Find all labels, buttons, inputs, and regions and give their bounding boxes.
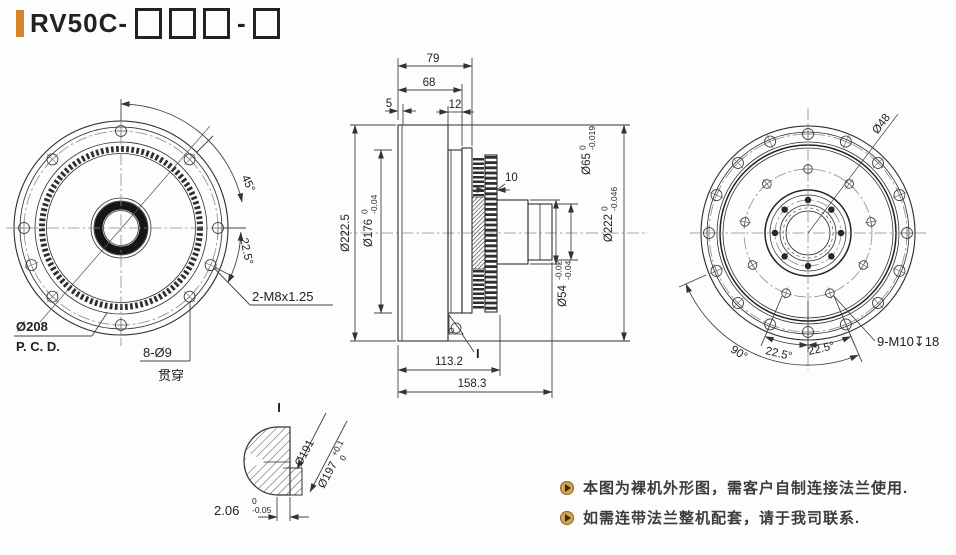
dim-angle-22-5: 22.5° <box>237 237 254 266</box>
right-view: Ø48 9-M10↧18 90° 22.5° 22.5° <box>678 108 939 370</box>
middle-section-view: 79 68 5 12 Ø222.5 Ø17 <box>340 53 648 398</box>
dim-2-06-tol-upper: 0 <box>252 496 257 506</box>
dim-angle-45: 45° <box>239 173 257 194</box>
code-placeholder-box-2 <box>169 8 197 39</box>
dim-197-tol-lower: 0 <box>337 453 348 462</box>
dim-8-holes: 8-Ø9 <box>143 345 172 360</box>
dim-197: Ø197 <box>316 460 340 490</box>
dim-m8-holes: 2-M8x1.25 <box>252 289 313 304</box>
note-row-1: 本图为裸机外形图，需客户自制连接法兰使用. <box>560 477 908 498</box>
left-view: 45° 22.5° 2-M8x1.25 Ø208 P. C. D. 8-Ø9 贯… <box>6 99 333 383</box>
dim-191: Ø191 <box>293 438 317 468</box>
dim-pcd-label: P. C. D. <box>16 339 60 354</box>
dim-2-06-tol-lower: -0.05 <box>252 505 272 515</box>
code-placeholder-box-1 <box>135 8 163 39</box>
dim-m10-holes: 9-M10↧18 <box>877 334 939 349</box>
dim-197-tol-upper: +0.1 <box>329 438 346 458</box>
title-accent-bar <box>16 10 24 37</box>
dim-8-holes-note: 贯穿 <box>158 368 184 383</box>
dim-176: Ø176 <box>363 219 375 247</box>
dim-158-3: 158.3 <box>458 378 487 390</box>
dim-angle-22-5-right: 22.5° <box>807 340 836 358</box>
note-bullet-icon <box>560 510 574 525</box>
dim-2-06: 2.06 <box>214 503 239 518</box>
dim-48: Ø48 <box>870 112 893 137</box>
dim-68: 68 <box>423 77 436 89</box>
dim-5: 5 <box>386 98 392 110</box>
dim-222-tol-lower: -0.046 <box>609 187 619 211</box>
detail-view-label: I <box>277 400 281 415</box>
code-dash: - <box>237 8 246 38</box>
dim-113-2: 113.2 <box>435 356 463 368</box>
model-code: RV50C- <box>30 8 129 38</box>
dim-65: Ø65 <box>581 153 593 175</box>
code-placeholder-box-4 <box>252 8 280 39</box>
dim-79: 79 <box>427 53 440 65</box>
dim-12: 12 <box>449 99 462 111</box>
detail-notch <box>246 452 266 470</box>
dim-65-tol-upper: 0 <box>578 145 588 150</box>
dim-222-tol-upper: 0 <box>600 206 610 211</box>
dim-pcd-diameter: Ø208 <box>16 319 48 334</box>
notes-block: 本图为裸机外形图，需客户自制连接法兰使用. 如需连带法兰整机配套，请于我司联系. <box>560 477 908 537</box>
dim-54-tol-upper: -0.02 <box>554 260 564 280</box>
code-placeholder-box-3 <box>203 8 231 39</box>
dim-54: Ø54 <box>557 285 569 307</box>
note-text-1: 本图为裸机外形图，需客户自制连接法兰使用. <box>583 480 909 497</box>
dim-angle-90: 90° <box>728 344 749 364</box>
note-bullet-icon <box>560 480 574 495</box>
dim-222: Ø222 <box>603 214 615 242</box>
dim-10: 10 <box>505 172 518 184</box>
dim-angle-22-5-left: 22.5° <box>764 345 793 363</box>
dim-176-tol-lower: -0.04 <box>369 194 379 214</box>
dim-54-tol-lower: -0.04 <box>563 260 573 280</box>
dim-65-tol-lower: -0.019 <box>587 126 597 150</box>
note-row-2: 如需连带法兰整机配套，请于我司联系. <box>560 507 908 528</box>
note-text-2: 如需连带法兰整机配套，请于我司联系. <box>583 510 861 527</box>
dim-176-tol-upper: 0 <box>360 209 370 214</box>
detail-mark: I <box>476 346 480 361</box>
dim-222-5: Ø222.5 <box>340 214 352 252</box>
title-block: RV50C- - <box>16 8 280 39</box>
detail-view: I Ø191 Ø197 +0.1 0 2.06 0 <box>214 400 348 521</box>
